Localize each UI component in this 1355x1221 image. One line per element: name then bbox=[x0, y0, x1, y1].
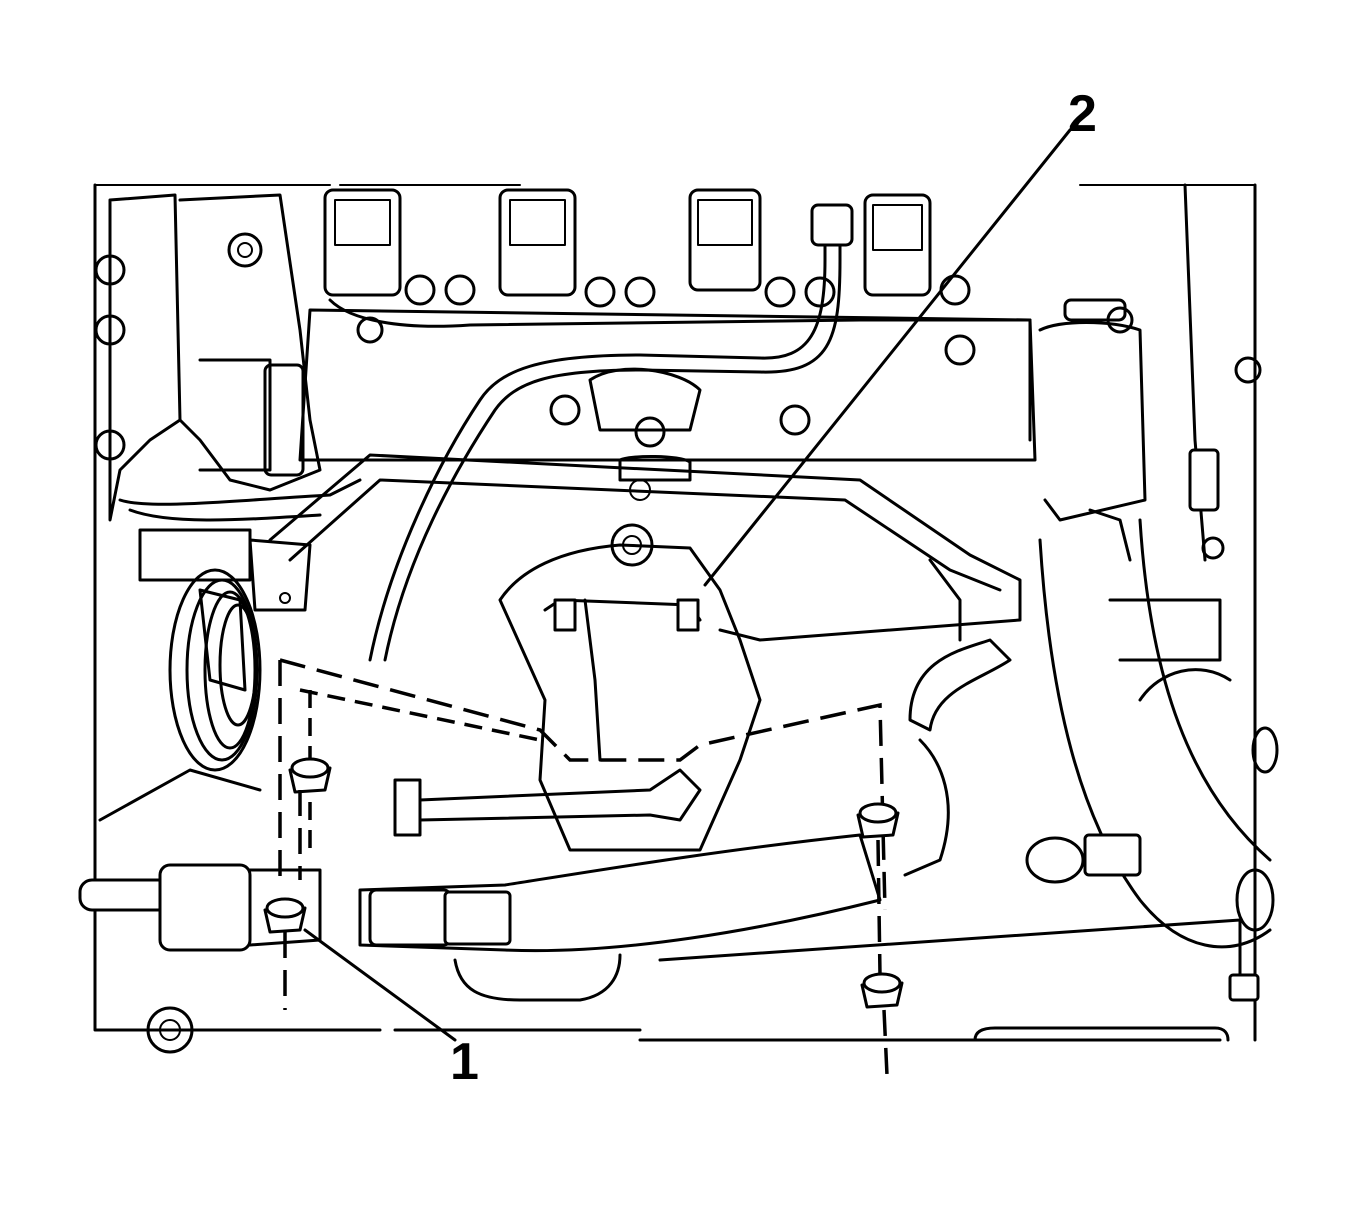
left-lower-pipe bbox=[78, 768, 322, 1054]
nut-lower-left bbox=[263, 897, 307, 934]
mounting-nuts bbox=[263, 757, 904, 1076]
callout-label-1: 1 bbox=[450, 1033, 479, 1091]
callout-label-2: 2 bbox=[1068, 85, 1097, 143]
leader-line-2 bbox=[703, 128, 1072, 587]
nut-right-lower bbox=[860, 972, 904, 1009]
right-coolant-hose bbox=[1038, 321, 1279, 949]
drawing-border bbox=[93, 183, 1257, 1042]
fuel-line bbox=[368, 203, 854, 662]
nut-right-upper bbox=[856, 802, 900, 839]
leader-line-1 bbox=[303, 928, 457, 1042]
left-timing-cover bbox=[94, 193, 362, 612]
intake-manifold bbox=[298, 308, 1037, 501]
throttle-body-bracket bbox=[268, 453, 1022, 642]
right-engine-components bbox=[1025, 183, 1262, 884]
vacuum-line bbox=[903, 638, 1012, 877]
crank-pulley bbox=[168, 568, 262, 772]
leader-lines bbox=[303, 128, 1072, 1042]
throttle-body bbox=[393, 523, 762, 852]
oil-pan bbox=[393, 918, 1260, 1042]
lower-hose bbox=[358, 833, 882, 1002]
brace-outline-dashed bbox=[278, 658, 887, 911]
nut-upper-left bbox=[288, 757, 332, 794]
ignition-coils bbox=[323, 188, 1032, 442]
